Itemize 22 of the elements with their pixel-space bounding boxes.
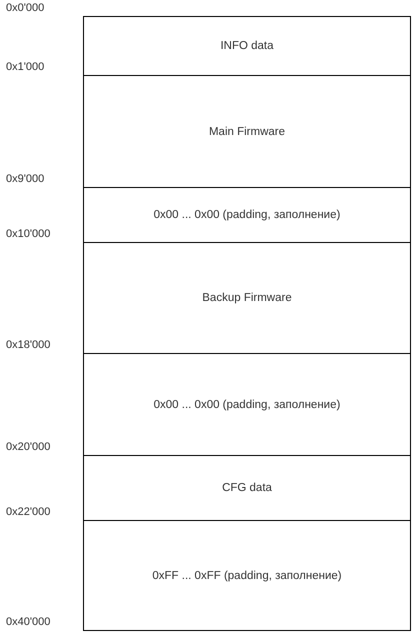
address-label: 0x18'000	[6, 339, 50, 351]
memory-region	[83, 455, 411, 521]
region-label: Backup Firmware	[202, 292, 292, 304]
address-label: 0x10'000	[6, 228, 50, 240]
region-label: CFG data	[222, 482, 272, 494]
region-label: Main Firmware	[208, 126, 286, 138]
region-label: INFO data	[220, 40, 274, 52]
address-label: 0x0'000	[6, 2, 44, 14]
address-label: 0x22'000	[6, 506, 50, 518]
memory-region	[83, 16, 411, 76]
address-label: 0x1'000	[6, 61, 44, 73]
address-label: 0x9'000	[6, 173, 44, 185]
memory-region	[83, 75, 411, 188]
memory-region	[83, 187, 411, 243]
address-label: 0x20'000	[6, 441, 50, 453]
memory-region	[83, 242, 411, 354]
address-label: 0x40'000	[6, 616, 50, 628]
memory-region	[83, 353, 411, 456]
region-label: 0xFF ... 0xFF (padding, заполнение)	[152, 570, 342, 582]
region-label: 0x00 ... 0x00 (padding, заполнение)	[154, 209, 340, 221]
memory-region	[83, 520, 411, 631]
region-label: 0x00 ... 0x00 (padding, заполнение)	[154, 398, 340, 410]
